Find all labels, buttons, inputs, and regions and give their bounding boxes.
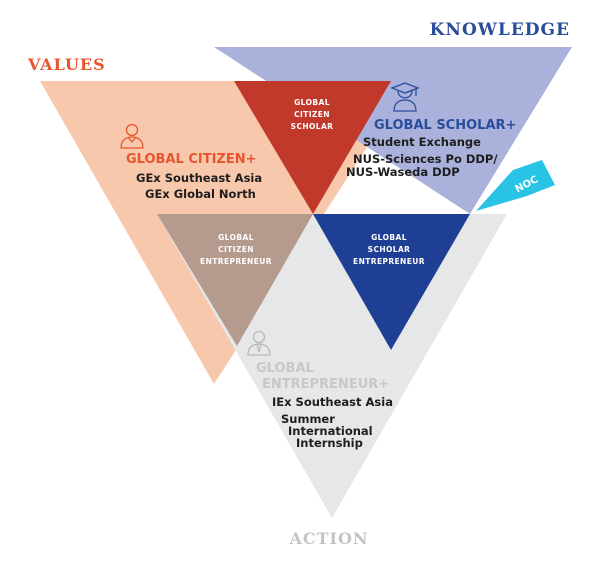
citizen-scholar-label: GLOBAL CITIZEN SCHOLAR — [291, 98, 334, 131]
citizen-item-1: GEx Southeast Asia — [136, 171, 262, 185]
scholar-entrepreneur-region — [313, 214, 470, 350]
entrepreneur-title-line-1: GLOBAL — [256, 361, 314, 376]
scholar-entrepreneur-line-2: SCHOLAR — [368, 245, 411, 254]
graduate-icon — [390, 82, 420, 112]
citizen-scholar-line-1: GLOBAL — [294, 98, 330, 107]
entrepreneur-item-4: Internship — [296, 436, 363, 450]
citizen-block: GLOBAL CITIZEN+ GEx Southeast Asia GEx G… — [126, 152, 262, 201]
scholar-item-2: NUS-Sciences Po DDP/ — [353, 152, 498, 166]
scholar-item-1: Student Exchange — [363, 135, 481, 149]
citizen-scholar-line-2: CITIZEN — [294, 110, 330, 119]
citizen-entrepreneur-line-2: CITIZEN — [218, 245, 254, 254]
entrepreneur-block: GLOBAL ENTREPRENEUR+ IEx Southeast Asia … — [256, 361, 393, 450]
citizen-item-2: GEx Global North — [145, 187, 256, 201]
action-label: ACTION — [288, 529, 368, 548]
scholar-item-3: NUS-Waseda DDP — [346, 165, 460, 179]
scholar-title: GLOBAL SCHOLAR+ — [374, 118, 516, 133]
knowledge-label: KNOWLEDGE — [430, 20, 570, 40]
entrepreneur-item-2: Summer — [281, 412, 335, 426]
citizen-entrepreneur-line-3: ENTREPRENEUR — [200, 257, 272, 266]
entrepreneur-item-1: IEx Southeast Asia — [272, 395, 393, 409]
entrepreneur-item-3: International — [288, 424, 373, 438]
citizen-entrepreneur-line-1: GLOBAL — [218, 233, 254, 242]
citizen-entrepreneur-region — [157, 214, 313, 346]
businessman-icon — [247, 330, 271, 356]
person-icon — [120, 123, 144, 149]
citizen-entrepreneur-label: GLOBAL CITIZEN ENTREPRENEUR — [200, 233, 272, 266]
scholar-block: GLOBAL SCHOLAR+ Student Exchange NUS-Sci… — [346, 118, 516, 179]
scholar-entrepreneur-line-3: ENTREPRENEUR — [353, 257, 425, 266]
noc-tag: NOC — [476, 160, 555, 211]
entrepreneur-title-line-2: ENTREPRENEUR+ — [262, 377, 389, 392]
scholar-entrepreneur-line-1: GLOBAL — [371, 233, 407, 242]
citizen-scholar-line-3: SCHOLAR — [291, 122, 334, 131]
citizen-scholar-region — [234, 81, 391, 214]
scholar-entrepreneur-label: GLOBAL SCHOLAR ENTREPRENEUR — [353, 233, 425, 266]
values-label: VALUES — [27, 55, 106, 74]
citizen-title: GLOBAL CITIZEN+ — [126, 152, 256, 167]
noc-arrow — [476, 160, 555, 211]
